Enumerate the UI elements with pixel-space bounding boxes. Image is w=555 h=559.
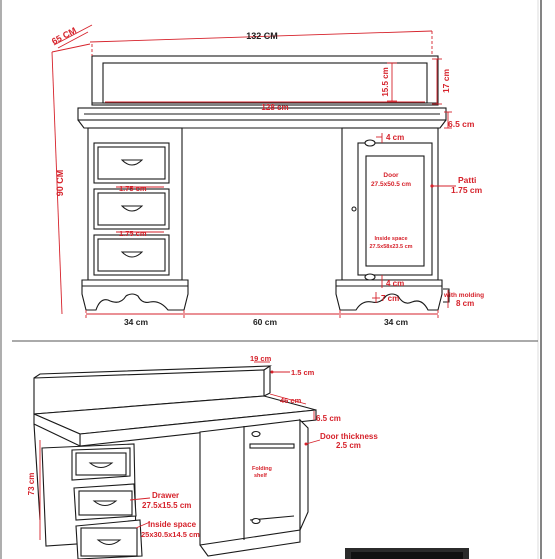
p-inside-space-size-label: 25x30.5x14.5 cm <box>141 530 200 539</box>
molding-size-label: 8 cm <box>456 299 474 308</box>
hutch-inner-height-label: 15.5 cm <box>381 67 390 96</box>
total-height-label: 90 CM <box>55 170 65 197</box>
patti-label: Patti <box>458 175 476 185</box>
inside-space-label: Inside space <box>374 236 407 242</box>
patti-size-label: 1.75 cm <box>451 185 483 195</box>
perspective-view <box>33 365 317 559</box>
p-door-thickness-label: Door thickness <box>320 432 378 441</box>
inner-width-label: 128 cm <box>261 103 288 112</box>
perspective-dimensions <box>39 361 321 540</box>
top-thickness-label: 6.5 cm <box>448 119 475 129</box>
image-frame <box>0 0 542 559</box>
front-dimensions <box>51 24 456 318</box>
p-drawer-size-label: 27.5x15.5 cm <box>142 501 191 510</box>
p-door-thickness-value: 2.5 cm <box>336 441 361 450</box>
p-open-door <box>299 418 309 531</box>
molding-label: with molding <box>443 292 484 299</box>
hinge-bottom <box>364 273 376 281</box>
p-right-cabinet <box>199 419 301 546</box>
p-drawer-label: Drawer <box>152 491 179 500</box>
cup-pull-3 <box>120 251 144 258</box>
p-shelf-label: shelf <box>254 473 267 479</box>
right-base-molding <box>335 279 443 311</box>
door-size-label: 27.5x50.5 cm <box>371 181 411 188</box>
bottom-frame-label: 4 cm <box>386 279 404 288</box>
front-view <box>77 55 450 311</box>
depth-label: 65 CM <box>50 25 78 46</box>
perspective-labels: 19 cm 1.5 cm 46 cm 6.5 cm Door thickness… <box>27 354 378 539</box>
left-base-molding <box>81 279 189 311</box>
left-pedestal-width-label: 34 cm <box>124 317 149 327</box>
hutch-back-panel <box>91 55 439 106</box>
p-height-label: 73 cm <box>27 473 36 496</box>
knee-space-width-label: 60 cm <box>253 317 278 327</box>
trim-b-label: 1.75 cm <box>119 229 147 238</box>
dark-photo-edge <box>345 548 469 559</box>
trim-a-label: 1.75 cm <box>119 184 147 193</box>
hutch-height-label: 17 cm <box>441 69 451 94</box>
door-knob <box>351 206 357 212</box>
door-frame-label: 4 cm <box>386 133 404 142</box>
inside-space-size-label: 27.5x58x23.5 cm <box>369 244 412 250</box>
p-hutch-thickness-label: 1.5 cm <box>291 368 315 377</box>
door-label: Door <box>383 172 399 179</box>
base-inner-label: 7 cm <box>381 294 399 303</box>
p-top-thickness-label: 6.5 cm <box>316 414 341 423</box>
p-depth-label: 46 cm <box>280 396 302 405</box>
p-hutch-height-label: 19 cm <box>250 354 272 363</box>
p-inside-space-label: Inside space <box>148 520 197 529</box>
total-width-label: 132 CM <box>246 31 278 41</box>
cabinet-door <box>357 142 433 276</box>
hinge-top <box>364 139 376 147</box>
p-folding-label: Folding <box>252 466 272 472</box>
cup-pull-2 <box>120 205 144 212</box>
right-pedestal-width-label: 34 cm <box>384 317 409 327</box>
cup-pull-1 <box>120 159 144 166</box>
door-glass-panel <box>365 155 425 267</box>
